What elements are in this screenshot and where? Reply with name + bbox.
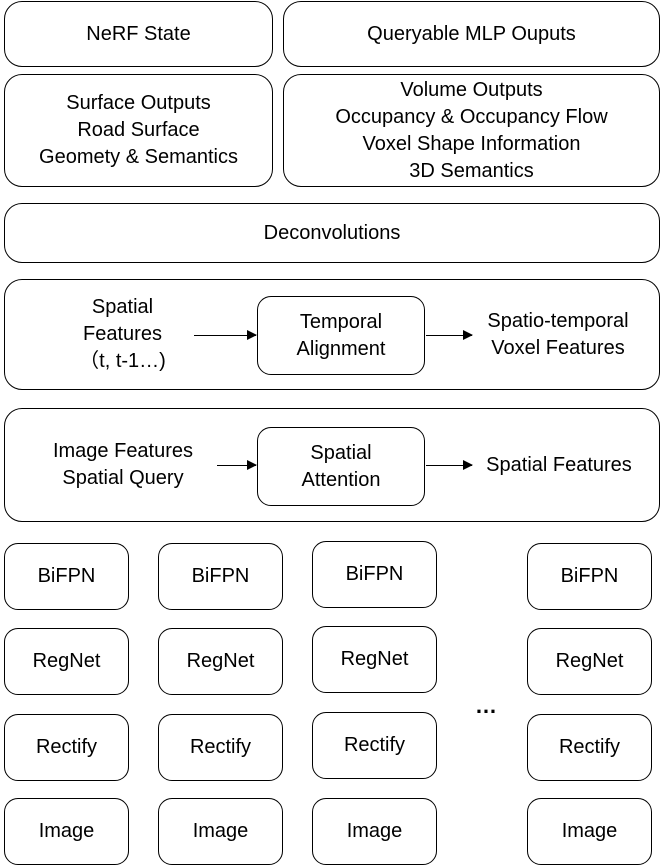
queryable-mlp-box <box>283 1 660 67</box>
nerf-state-box <box>4 1 273 67</box>
deconvolutions-box <box>4 203 660 263</box>
regnet-box: RegNet <box>158 628 283 695</box>
temporal-output: Spatio-temporal Voxel Features <box>487 309 629 359</box>
volume-outputs-box <box>283 74 660 187</box>
bifpn-box: BiFPN <box>312 541 437 608</box>
rectify-box: Rectify <box>527 714 652 781</box>
deconvolutions-label: Deconvolutions <box>263 221 401 244</box>
regnet-box: RegNet <box>312 626 437 693</box>
regnet-box: RegNet <box>527 628 652 695</box>
volume-outputs-line: 3D Semantics <box>409 159 534 182</box>
image-box: Image <box>527 798 652 865</box>
surface-outputs-line: Surface Outputs <box>66 92 211 114</box>
surface-outputs-line: Geomety & Semantics <box>39 146 238 168</box>
bifpn-box: BiFPN <box>4 543 129 610</box>
queryable-mlp-label: Queryable MLP Ouputs <box>367 22 576 45</box>
ellipsis: … <box>475 692 497 718</box>
bifpn-box: BiFPN <box>527 543 652 610</box>
spatial-input-arrow <box>217 460 257 470</box>
surface-outputs-box <box>4 74 273 187</box>
surface-outputs-line: Road Surface <box>77 119 200 141</box>
temporal-input-arrow <box>194 330 257 340</box>
spatial-input: Image Features Spatial Query <box>52 440 194 489</box>
rectify-box: Rectify <box>4 714 129 781</box>
temporal-alignment-block: Temporal Alignment <box>257 296 425 375</box>
nerf-state-label: NeRF State <box>86 22 191 45</box>
spatial-output-arrow <box>426 460 473 470</box>
regnet-box: RegNet <box>4 628 129 695</box>
temporal-input: Spatial Features （t, t-1…) <box>79 296 166 372</box>
temporal-output-arrow <box>426 330 473 340</box>
image-box: Image <box>4 798 129 865</box>
image-box: Image <box>312 798 437 865</box>
rectify-box: Rectify <box>312 712 437 779</box>
spatial-output: Spatial Features <box>486 453 632 476</box>
rectify-box: Rectify <box>158 714 283 781</box>
bifpn-box: BiFPN <box>158 543 283 610</box>
spatial-attention-block: Spatial Attention <box>257 427 425 506</box>
volume-outputs-line: Volume Outputs <box>400 78 543 101</box>
volume-outputs-line: Voxel Shape Information <box>362 132 581 155</box>
image-box: Image <box>158 798 283 865</box>
volume-outputs-line: Occupancy & Occupancy Flow <box>335 105 608 128</box>
